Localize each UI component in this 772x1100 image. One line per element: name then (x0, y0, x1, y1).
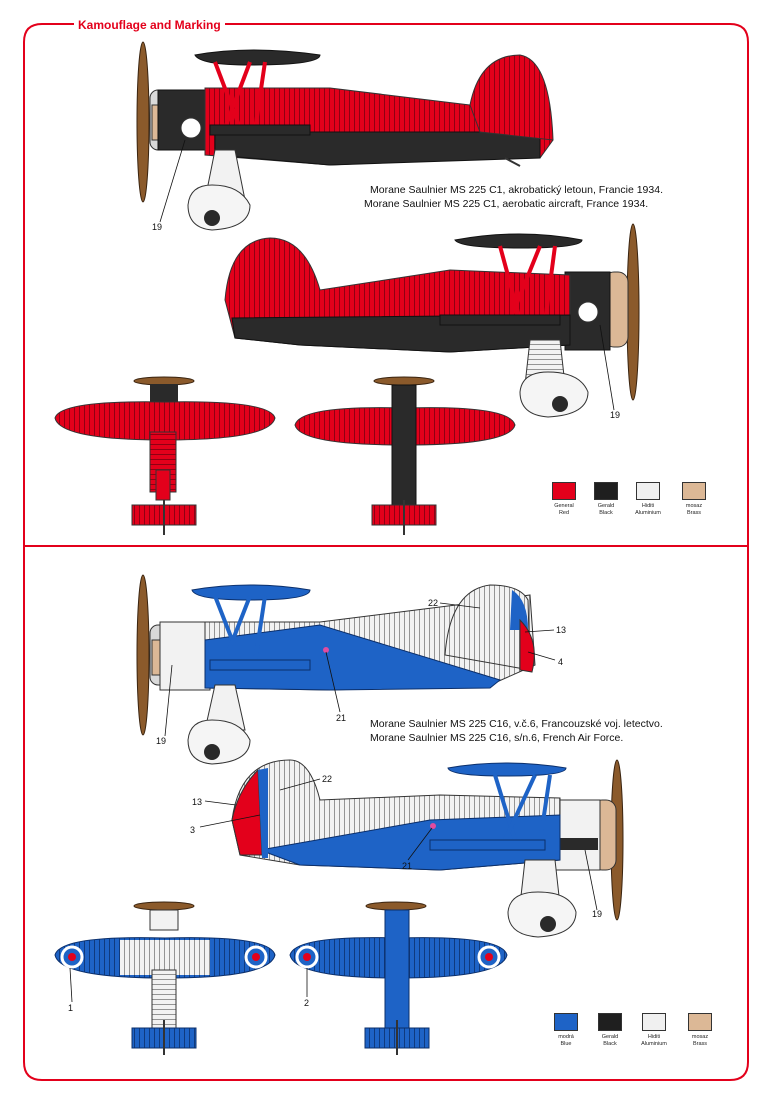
callout-number: 22 (428, 598, 439, 608)
caption-cz-2: Morane Saulnier MS 225 C16, v.č.6, Franc… (370, 718, 663, 730)
callout-number: 19 (156, 736, 167, 746)
callout-number: 19 (610, 410, 621, 420)
frame-bottom (23, 546, 749, 1081)
page-title: Kamouflage and Marking (74, 17, 225, 33)
callout-number: 4 (558, 657, 564, 667)
frame-top (23, 23, 749, 547)
callout-number: 21 (402, 861, 413, 871)
callout-number: 2 (304, 998, 310, 1008)
swatch-aluminium (636, 482, 660, 500)
blue-side-view-right (231, 759, 624, 938)
red-side-view-right (224, 223, 640, 418)
swatch-red (552, 482, 576, 500)
callout-leaders (69, 139, 615, 1003)
swatch-black (598, 1013, 622, 1031)
swatch-brass (682, 482, 706, 500)
callout-number: 21 (336, 713, 347, 723)
callout-number: 19 (152, 222, 163, 232)
swatch-aluminium (642, 1013, 666, 1031)
callout-number: 13 (556, 625, 567, 635)
swatch-blue (554, 1013, 578, 1031)
callout-number: 3 (190, 825, 196, 835)
callout-number: 13 (192, 797, 203, 807)
callout-number: 19 (592, 909, 603, 919)
callout-number: 1 (68, 1003, 74, 1013)
red-side-view-left (136, 41, 554, 231)
swatch-black (594, 482, 618, 500)
caption-cz-1: Morane Saulnier MS 225 C1, akrobatický l… (370, 184, 663, 196)
swatch-brass (688, 1013, 712, 1031)
red-bottom-view (294, 376, 516, 535)
red-top-view (54, 376, 276, 535)
caption-en-2: Morane Saulnier MS 225 C16, s/n.6, Frenc… (370, 732, 624, 744)
caption-en-1: Morane Saulnier MS 225 C1, aerobatic air… (364, 198, 649, 210)
callout-number: 22 (322, 774, 333, 784)
blue-top-view (54, 901, 276, 1055)
blue-bottom-view (289, 901, 508, 1055)
blue-side-view-left (136, 574, 536, 765)
